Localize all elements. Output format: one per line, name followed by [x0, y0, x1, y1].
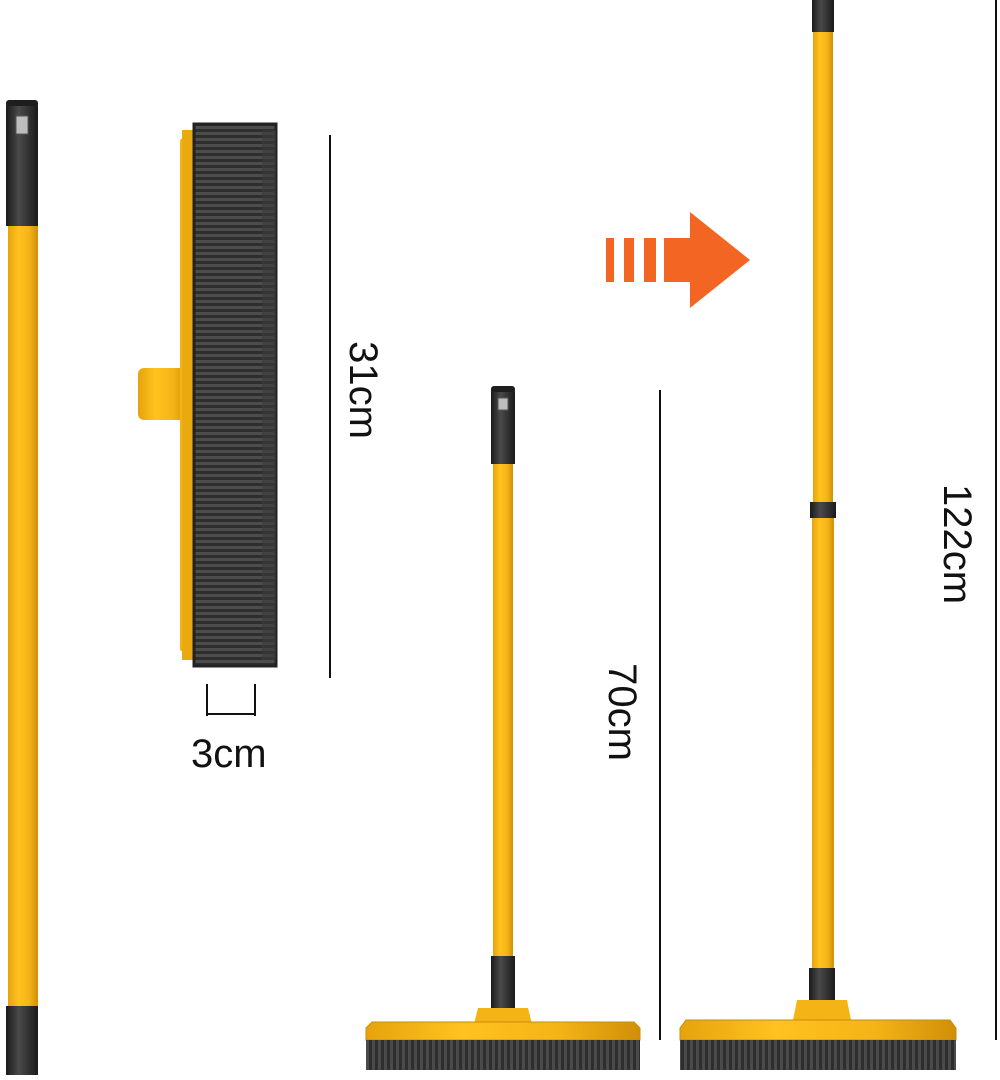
extended-length-label: 122cm	[935, 483, 979, 605]
short-broom	[365, 386, 641, 1070]
head-width-bracket	[206, 684, 256, 716]
head-length-label: 31cm	[341, 341, 385, 439]
arrow-right-icon	[606, 212, 750, 308]
extended-broom	[679, 0, 957, 1070]
handle-pole	[6, 100, 38, 1075]
brush-head	[138, 122, 278, 668]
short-length-label: 70cm	[600, 663, 644, 761]
head-width-label: 3cm	[191, 732, 267, 776]
